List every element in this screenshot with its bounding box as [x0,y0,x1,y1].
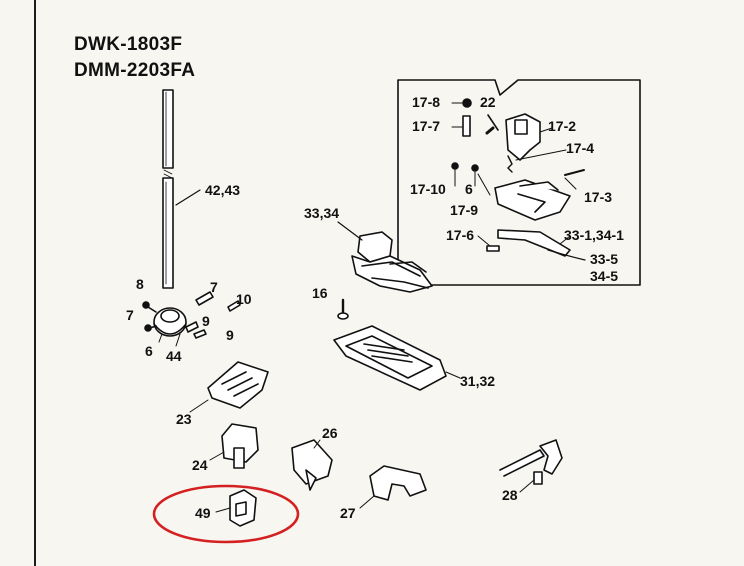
label-8: 8 [136,276,144,292]
label-17-10: 17-10 [410,181,446,197]
label-17-3: 17-3 [584,189,612,205]
label-9-lower: 9 [226,327,234,343]
label-23: 23 [176,411,192,427]
label-10: 10 [236,291,252,307]
highlight-circle [152,484,300,544]
part-24 [209,423,259,469]
label-33-5: 33-5 [590,251,618,267]
label-31-32: 31,32 [460,373,495,389]
model-number-2: DMM-2203FA [74,60,196,81]
label-26: 26 [322,425,338,441]
label-9-upper: 9 [202,313,210,329]
needle-plate [333,325,461,391]
label-44: 44 [166,348,182,364]
part-49 [215,489,257,527]
label-17-9: 17-9 [450,202,478,218]
label-7-top: 7 [210,279,218,295]
label-17-2: 17-2 [548,118,576,134]
label-33-1-34-1: 33-1,34-1 [564,227,624,243]
label-16: 16 [312,285,328,301]
needle-bar [162,89,201,289]
label-42-43: 42,43 [205,182,240,198]
label-49: 49 [195,505,211,521]
inset-parts [451,98,586,261]
label-28: 28 [502,487,518,503]
model-number-1: DWK-1803F [74,34,183,55]
label-17-7: 17-7 [412,118,440,134]
needle-bar-connector [142,291,241,347]
screw-16 [337,298,349,320]
label-34-5: 34-5 [590,268,618,284]
label-22: 22 [480,94,496,110]
part-23 [189,361,269,413]
label-6: 6 [145,343,153,359]
label-24: 24 [192,457,208,473]
label-27: 27 [340,505,356,521]
label-17-4: 17-4 [566,140,594,156]
label-17-8: 17-8 [412,94,440,110]
label-7-left: 7 [126,307,134,323]
label-6-inset: 6 [465,181,473,197]
part-28 [499,439,563,493]
presser-foot-assembly [337,221,433,293]
part-26 [291,439,333,491]
part-27 [359,465,427,509]
label-33-34: 33,34 [304,205,339,221]
label-17-6: 17-6 [446,227,474,243]
